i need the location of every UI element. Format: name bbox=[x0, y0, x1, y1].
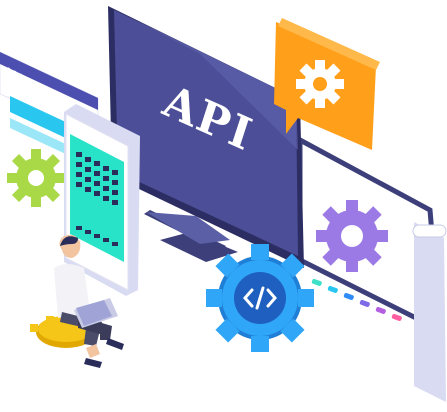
gear-icon bbox=[296, 60, 344, 108]
phone-keypad bbox=[76, 152, 118, 246]
panel-dots bbox=[311, 278, 402, 321]
laptop bbox=[74, 298, 118, 328]
monitor bbox=[108, 6, 304, 268]
back-panel bbox=[297, 135, 447, 402]
code-gear-icon bbox=[206, 244, 314, 352]
purple-gear-icon bbox=[316, 200, 388, 272]
phone bbox=[64, 104, 140, 296]
person-with-laptop bbox=[54, 234, 124, 368]
code-icon bbox=[243, 286, 277, 310]
settings-bubble bbox=[274, 18, 380, 150]
green-gear-icon bbox=[7, 149, 65, 207]
